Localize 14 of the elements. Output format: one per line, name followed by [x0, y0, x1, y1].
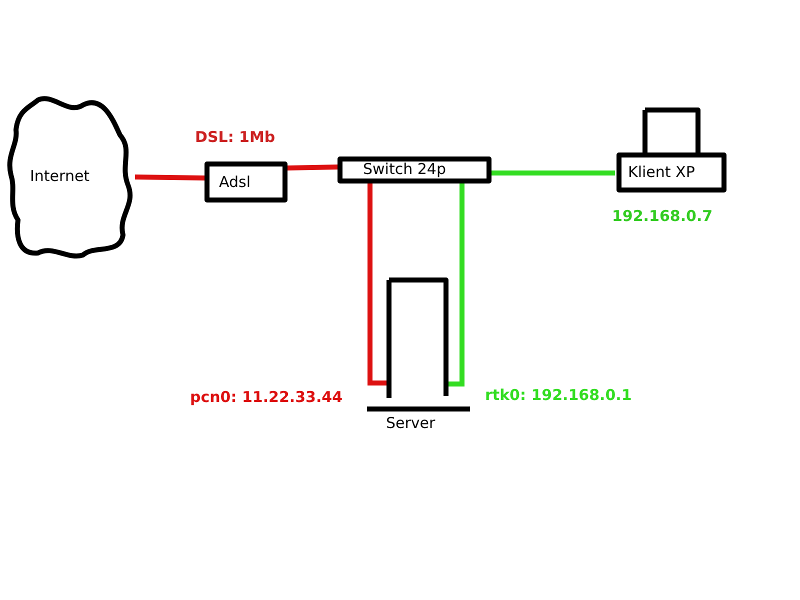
- node-label: Klient XP: [628, 163, 695, 181]
- cable-line: [286, 164, 338, 170]
- cable-line: [368, 183, 389, 386]
- edge-label: rtk0: 192.168.0.1: [485, 386, 632, 404]
- cable-line: [134, 174, 206, 180]
- cable-line: [446, 183, 464, 386]
- node-label: Internet: [30, 167, 90, 185]
- node-label: Server: [386, 414, 436, 432]
- node-label: Switch 24p: [363, 160, 446, 178]
- node-label: Adsl: [219, 173, 251, 191]
- annotation: 192.168.0.7: [612, 207, 713, 225]
- cable-line: [491, 170, 615, 176]
- edge-label: pcn0: 11.22.33.44: [190, 388, 343, 406]
- annotation: DSL: 1Mb: [195, 128, 276, 146]
